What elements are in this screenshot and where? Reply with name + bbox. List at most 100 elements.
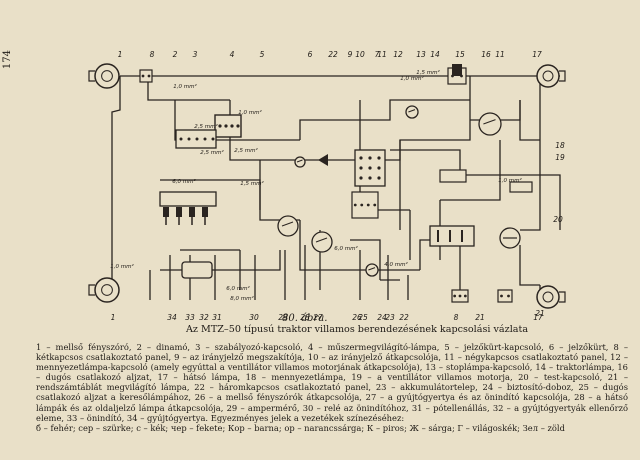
callout-top-12: 11 xyxy=(377,50,387,59)
wire-31 xyxy=(519,245,540,286)
figure-title: Az MTZ–50 típusú traktor villamos berend… xyxy=(186,324,529,335)
caption-color-key: б – fehér; сер – szürke; с – kék; чер – … xyxy=(36,422,565,433)
callout-bottom-2: 34 xyxy=(167,313,177,322)
fuse-box-icon xyxy=(354,149,386,187)
dynamo-icon xyxy=(214,114,242,138)
wire-16 xyxy=(440,140,501,201)
starter-relay-icon xyxy=(311,231,333,253)
wire-label-2: 1,0 mm² xyxy=(238,109,262,116)
callout-top-11: 7 xyxy=(375,50,380,59)
headlight-switch-icon xyxy=(365,263,379,277)
wire-label-5: 2,5 mm² xyxy=(200,149,224,156)
callout-bottom-9: 27 xyxy=(313,313,323,322)
callout-right-1: 18 xyxy=(555,141,565,150)
regulator-switch-icon xyxy=(175,129,217,149)
three-pin-panel-icon xyxy=(451,289,469,303)
wire-22 xyxy=(160,250,281,271)
horn-icon xyxy=(318,154,328,166)
ammeter-icon xyxy=(277,215,299,237)
wire-2 xyxy=(111,76,121,290)
wire-label-9: 6,0 mm² xyxy=(226,285,250,292)
callout-top-9: 9 xyxy=(348,50,353,59)
callout-top-15: 14 xyxy=(430,50,440,59)
callout-top-2: 8 xyxy=(150,50,155,59)
wire-35 xyxy=(350,239,381,280)
wire-label-3: 1,0 mm² xyxy=(400,75,424,82)
callout-top-13: 12 xyxy=(393,50,403,59)
fan-motor-icon xyxy=(509,181,533,193)
starter-icon xyxy=(181,261,213,279)
callout-top-5: 4 xyxy=(230,50,235,59)
callout-bottom-15: 8 xyxy=(454,313,459,322)
callout-top-10: 10 xyxy=(355,50,365,59)
wire-label-4: 2,5 mm² xyxy=(194,123,218,130)
callout-bottom-7: 29 xyxy=(278,313,288,322)
callout-top-4: 3 xyxy=(193,50,198,59)
callout-right-2: 19 xyxy=(555,153,565,162)
callout-bottom-5: 31 xyxy=(212,313,222,322)
instrument-lamp-icon xyxy=(294,156,306,168)
wire-label-14: 1,0 mm² xyxy=(110,263,134,270)
callout-top-14: 13 xyxy=(416,50,426,59)
caption-legend: 1 – mellső fényszóró, 2 – dinamó, 3 – sz… xyxy=(36,342,628,423)
page-number: 174 xyxy=(2,50,13,70)
callout-bottom-4: 32 xyxy=(199,313,209,322)
wire-15 xyxy=(520,140,541,231)
battery-icon xyxy=(429,225,475,247)
callout-top-17: 16 xyxy=(481,50,491,59)
callout-top-3: 2 xyxy=(173,50,178,59)
callout-bottom-8: 28 xyxy=(300,313,310,322)
callout-bottom-16: 21 xyxy=(475,313,485,322)
callout-bottom-12: 24 xyxy=(377,313,387,322)
wire-label-15: 1,0 mm² xyxy=(498,177,522,184)
wire-label-7: 6,0 mm² xyxy=(172,178,196,185)
front-headlight-bottom-icon xyxy=(88,277,120,303)
callout-right-3: 20 xyxy=(553,215,563,224)
wire-4 xyxy=(147,76,230,101)
callout-top-1: 1 xyxy=(118,50,123,59)
earth-switch-icon xyxy=(499,227,521,249)
components xyxy=(88,63,566,309)
stop-lamp-switch-icon xyxy=(478,112,502,136)
two-pin-panel-icon xyxy=(139,69,153,83)
figure-number: 80. ábra. xyxy=(282,313,328,324)
wire-label-1: 1,0 mm² xyxy=(173,83,197,90)
front-headlight-top-icon xyxy=(88,63,120,89)
rear-lamp-bottom-icon xyxy=(536,285,566,309)
wires xyxy=(100,75,561,300)
callout-top-16: 15 xyxy=(455,50,465,59)
callout-bottom-6: 30 xyxy=(249,313,259,322)
wire-label-8: 6,0 mm² xyxy=(334,245,358,252)
ceiling-lamp-icon xyxy=(439,169,467,183)
callout-top-8: 22 xyxy=(328,50,338,59)
wire-label-12: 1,5 mm² xyxy=(240,180,264,187)
callout-bottom-1: 1 xyxy=(111,313,116,322)
spark-plug-cluster-icon xyxy=(159,191,217,225)
callout-top-6: 5 xyxy=(260,50,265,59)
callout-top-18: 11 xyxy=(495,50,505,59)
callout-top-19: 17 xyxy=(532,50,542,59)
callout-top-7: 6 xyxy=(308,50,313,59)
wire-28 xyxy=(390,149,461,175)
callout-bottom-17: 17 xyxy=(533,313,543,322)
callout-bottom-13: 23 xyxy=(385,313,395,322)
plate-lamp-connector-icon xyxy=(497,289,513,303)
wire-30 xyxy=(520,174,561,230)
wire-label-10: 8,0 mm² xyxy=(230,295,254,302)
wire-7 xyxy=(299,99,470,140)
wire-label-13: 1,5 mm² xyxy=(416,69,440,76)
callout-bottom-3: 33 xyxy=(185,313,195,322)
wire-5 xyxy=(174,100,300,141)
wire-13 xyxy=(519,100,540,141)
callout-bottom-11: 25 xyxy=(358,313,368,322)
four-pin-panel-icon xyxy=(351,191,379,219)
turn-signal-switch-icon xyxy=(405,105,419,119)
rear-lamp-top-icon xyxy=(536,64,566,88)
wire-label-6: 2,5 mm² xyxy=(234,147,258,154)
wire-label-11: 4,0 mm² xyxy=(384,261,408,268)
wire-19 xyxy=(299,220,340,271)
callout-bottom-10: 26 xyxy=(352,313,362,322)
